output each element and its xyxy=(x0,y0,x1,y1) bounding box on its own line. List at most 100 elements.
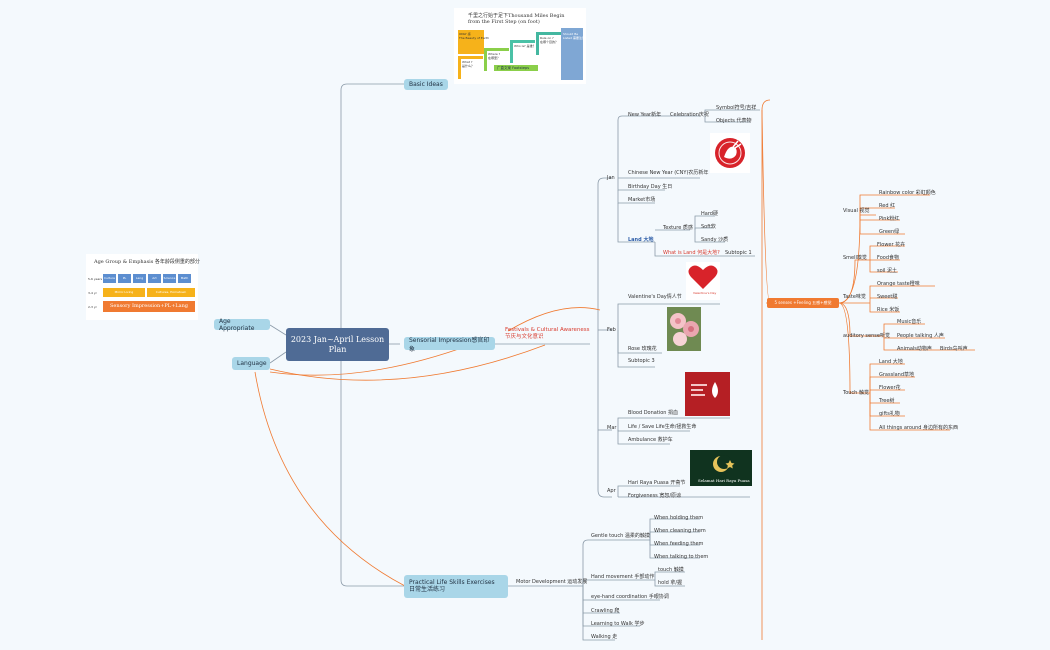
node-all-things[interactable]: All things around 身边所有的东西 xyxy=(879,425,959,431)
node-rainbow[interactable]: Rainbow color 彩虹颜色 xyxy=(879,190,936,196)
node-sensorial-impression[interactable]: Sensorial Impression感官印象 xyxy=(404,337,495,353)
node-celebration[interactable]: Celebration庆祝 xyxy=(670,112,709,118)
card-label-bottom: 广直文案 Footsteps xyxy=(497,66,530,70)
rose-icon xyxy=(670,313,699,346)
node-hard[interactable]: Hard硬 xyxy=(701,211,718,217)
node-green[interactable]: Green绿 xyxy=(879,229,900,235)
rose-image xyxy=(667,307,701,351)
node-pink[interactable]: Pink粉红 xyxy=(879,216,900,222)
step-block xyxy=(458,30,484,54)
footsteps-bar xyxy=(494,65,538,71)
node-flower-touch[interactable]: Flower花 xyxy=(879,385,901,391)
blood-drop-icon xyxy=(691,382,718,398)
cell: Math xyxy=(178,274,191,283)
node-auditory[interactable]: auditory sense听觉 xyxy=(843,333,890,339)
node-smell[interactable]: Smell嗅觉 xyxy=(843,255,867,261)
month-mar[interactable]: Mar xyxy=(607,425,617,431)
node-gentle-touch[interactable]: Gentle touch 温柔的触摸 xyxy=(591,533,650,539)
node-orange[interactable]: Orange taste橙味 xyxy=(877,281,920,287)
valentine-image: Valentine's Day xyxy=(686,262,720,300)
month-feb[interactable]: Feb xyxy=(607,327,616,333)
node-rose[interactable]: Rose 玫瑰花 xyxy=(628,346,657,352)
node-eye-hand[interactable]: eye-hand coordination 手眼协调 xyxy=(591,594,669,600)
node-birds[interactable]: Birds鸟叫声 xyxy=(940,346,968,352)
node-valentines[interactable]: Valentine's Day情人节 xyxy=(628,294,682,300)
festivals-label-zh: 节庆与文化意识 xyxy=(505,334,544,340)
step-1 xyxy=(458,56,483,79)
node-people[interactable]: People talking 人声 xyxy=(897,333,944,339)
node-motor[interactable]: Motor Development 运动发展 xyxy=(516,579,588,585)
node-subtopic-3[interactable]: Subtopic 3 xyxy=(628,358,655,364)
node-cleaning[interactable]: When cleaning them xyxy=(654,528,706,534)
cell: Science xyxy=(163,274,176,283)
node-five-senses[interactable]: 5 senses +Feeling 五感+感觉 xyxy=(767,298,839,308)
row-label-1: 5-6 years xyxy=(88,277,103,281)
central-topic[interactable]: 2023 Jan~April Lesson Plan xyxy=(286,328,389,361)
node-land-touch[interactable]: Land 大地 xyxy=(879,359,903,365)
age-card-title: Age Group & Emphasis 各年龄段侧重的部分 xyxy=(94,259,200,265)
node-tree[interactable]: Tree树 xyxy=(879,398,895,404)
node-hold[interactable]: hold 拿/握 xyxy=(658,580,683,586)
node-life[interactable]: Life / Save Life生命/拯救生命 xyxy=(628,424,697,430)
node-raya[interactable]: Hari Raya Puasa 开斋节 xyxy=(628,480,686,486)
step-text-3: Who is? 是谁？ xyxy=(514,44,536,48)
node-practical-life[interactable]: Practical Life Skills Exercises 日常生活练习 xyxy=(404,575,508,598)
node-touch[interactable]: Touch 触觉 xyxy=(843,390,869,396)
node-sweet[interactable]: Sweet甜 xyxy=(877,294,898,300)
node-talking[interactable]: When talking to them xyxy=(654,554,709,560)
cny-image xyxy=(710,133,750,173)
node-grass[interactable]: Grassland草地 xyxy=(879,372,915,378)
node-gifts[interactable]: gifts礼物 xyxy=(879,411,900,417)
node-what-land[interactable]: What is Land 何是大地? xyxy=(663,250,720,256)
month-jan[interactable]: Jan xyxy=(607,175,615,181)
node-learn-walk[interactable]: Learning to Walk 学步 xyxy=(591,621,645,627)
month-apr[interactable]: Apr xyxy=(607,488,616,494)
node-taste[interactable]: Taste味觉 xyxy=(843,294,866,300)
node-birthday[interactable]: Birthday Day 生日 xyxy=(628,184,673,190)
step-5 xyxy=(561,28,583,80)
node-hand-movement[interactable]: Hand movement 手部动作 xyxy=(591,574,655,580)
cell-mimic: Mimic Living xyxy=(103,288,145,297)
node-blood[interactable]: Blood Donation 捐血 xyxy=(628,410,679,416)
rabbit-icon xyxy=(710,133,750,173)
node-crawling[interactable]: Crawling 爬 xyxy=(591,608,620,614)
step-text-2: Where ? 在哪里？ xyxy=(488,52,501,60)
node-cny[interactable]: Chinese New Year (CNY)农历新年 xyxy=(628,170,709,176)
node-flower[interactable]: Flower 花卉 xyxy=(877,242,906,248)
node-language[interactable]: Language xyxy=(232,357,270,370)
node-land[interactable]: Land 大地 xyxy=(628,237,654,243)
node-rice[interactable]: Rice 米饭 xyxy=(877,307,900,313)
node-age-appropriate[interactable]: Age Appropriate xyxy=(214,318,270,332)
node-texture[interactable]: Texture 质感 xyxy=(663,225,693,231)
node-subtopic-1[interactable]: Subtopic 1 xyxy=(725,250,752,256)
step-text-1: What ? 是什么？ xyxy=(462,60,475,68)
node-symbol[interactable]: Symbol符号/吉祥 xyxy=(716,105,757,111)
node-basic-ideas[interactable]: Basic Ideas xyxy=(404,79,448,90)
node-food[interactable]: Food食物 xyxy=(877,255,899,261)
node-forgiveness[interactable]: Forgiveness 宽恕/原谅 xyxy=(628,493,682,499)
node-music[interactable]: Music音乐 xyxy=(897,319,922,325)
node-red[interactable]: Red 红 xyxy=(879,203,896,209)
node-touch-hand[interactable]: touch 触摸 xyxy=(658,567,684,573)
node-market[interactable]: Market市场 xyxy=(628,197,656,203)
step-text-4: Rule on ? 在哪个目的？ xyxy=(540,36,559,44)
node-objects[interactable]: Objects 代表物 xyxy=(716,118,752,124)
node-sandy[interactable]: Sandy 沙质 xyxy=(701,237,729,243)
node-holding[interactable]: When holding them xyxy=(654,515,704,521)
node-soft[interactable]: Soft软 xyxy=(701,224,716,230)
festivals-label[interactable]: Festivals & Cultural Awareness xyxy=(505,327,590,333)
node-new-year[interactable]: New Year新年 xyxy=(628,112,662,118)
card-label-left: ONLY 感 The Beauty of Earth xyxy=(459,32,489,40)
node-visual[interactable]: Visual 视觉 xyxy=(843,208,870,214)
age-top-row: Culture PL Lang Art Science Math xyxy=(103,274,191,283)
cell: Lang xyxy=(133,274,146,283)
node-feeding[interactable]: When feeding them xyxy=(654,541,704,547)
node-ambulance[interactable]: Ambulance 救护车 xyxy=(628,437,673,443)
cell-sensory: Sensory Impression+PL+Lang xyxy=(103,301,195,312)
node-walking[interactable]: Walking 走 xyxy=(591,634,618,640)
node-soil[interactable]: soil 泥土 xyxy=(877,268,898,274)
node-animals[interactable]: Animals动物声 xyxy=(897,346,932,352)
practical-label-en: Practical Life Skills Exercises xyxy=(409,579,495,586)
practical-label-zh: 日常生活练习 xyxy=(409,586,446,593)
